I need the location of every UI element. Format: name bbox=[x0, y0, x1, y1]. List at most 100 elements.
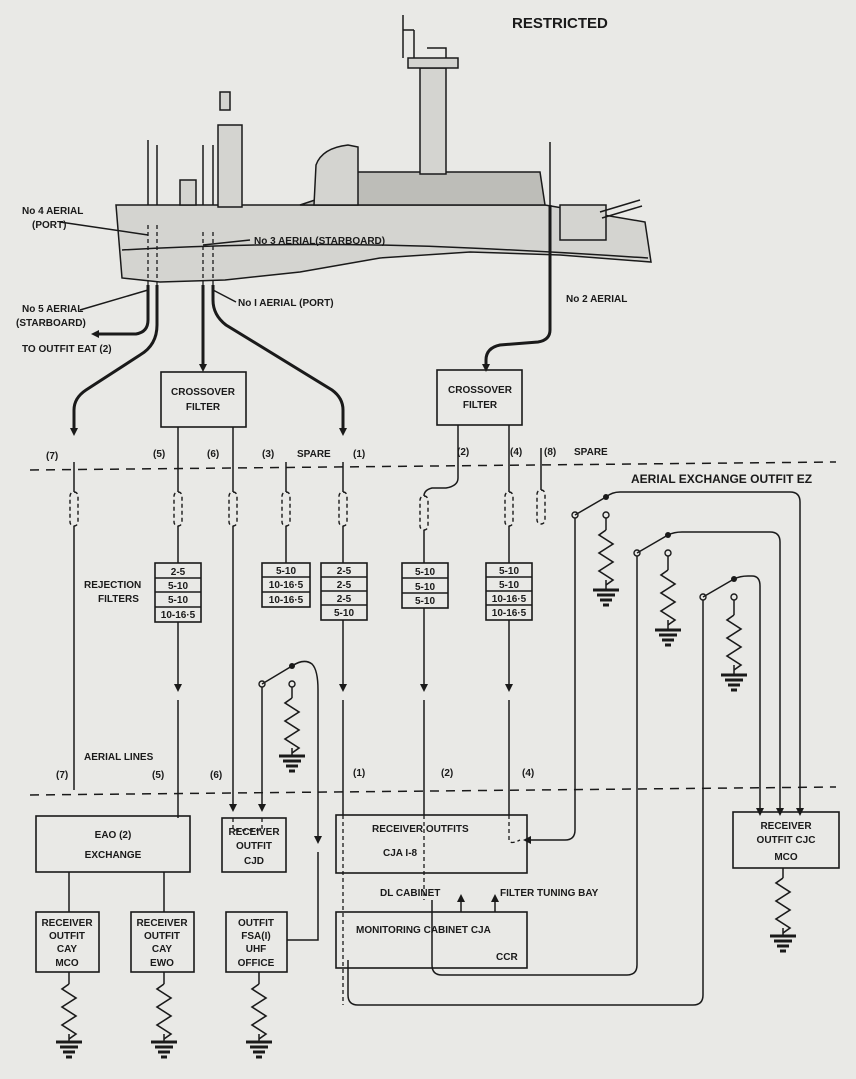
filter-stack-line3: 5-10 10-16·5 10-16·5 bbox=[261, 562, 311, 608]
filter-3-1: 5-10 bbox=[276, 566, 296, 577]
ship-outline bbox=[115, 15, 652, 283]
filter-2-1: 5-10 bbox=[415, 567, 435, 578]
ship-hull bbox=[115, 204, 652, 283]
filter-4-4: 10-16·5 bbox=[492, 608, 527, 619]
filter-5-4: 10-16·5 bbox=[161, 610, 196, 621]
filter-3-3: 10-16·5 bbox=[269, 595, 304, 606]
receiver-cay-mco-box bbox=[35, 911, 100, 973]
line-6-top: (6) bbox=[207, 449, 219, 460]
line-3-top: (3) bbox=[262, 449, 274, 460]
funnel bbox=[313, 144, 359, 206]
aerial-masts bbox=[147, 140, 551, 205]
rejection-filters-line1: REJECTION bbox=[84, 580, 141, 591]
crossover-filter-left-line2: FILTER bbox=[186, 402, 221, 413]
filter-stack-line2: 5-10 5-10 5-10 bbox=[401, 562, 449, 609]
filter-stack-line5: 2-5 5-10 5-10 10-16·5 bbox=[154, 562, 202, 623]
foremast bbox=[217, 124, 243, 208]
cjc-line1: RECEIVER bbox=[760, 821, 812, 832]
filter-1-2: 2-5 bbox=[337, 580, 352, 591]
bottom-terminations bbox=[54, 868, 798, 1059]
eao-exchange-box bbox=[35, 815, 191, 873]
classification-label: RESTRICTED bbox=[512, 15, 608, 32]
eao-line1: EAO (2) bbox=[95, 830, 132, 841]
changeover-switch-2 bbox=[431, 531, 780, 976]
crossover-filter-right-line1: CROSSOVER bbox=[448, 385, 513, 396]
cjc-line2: OUTFIT CJC bbox=[757, 835, 816, 846]
filter-5-1: 2-5 bbox=[171, 567, 186, 578]
line-5-top: (5) bbox=[153, 449, 165, 460]
crossover-filter-left bbox=[160, 371, 247, 428]
mainmast bbox=[419, 67, 447, 175]
cay-mco-line2: OUTFIT bbox=[49, 931, 85, 942]
crossover-filter-right-line2: FILTER bbox=[463, 400, 498, 411]
no4-aerial-label: No 4 AERIAL bbox=[22, 206, 83, 217]
feeder-no5 bbox=[91, 285, 150, 338]
gun-turret bbox=[559, 204, 607, 241]
receiver-outfits-cja-box bbox=[335, 814, 528, 874]
line-7-top: (7) bbox=[46, 451, 58, 462]
cay-mco-line4: MCO bbox=[55, 958, 79, 969]
changeover-switch-1 bbox=[523, 491, 800, 844]
cay-ewo-line4: EWO bbox=[150, 958, 174, 969]
dl-cabinet-label: DL CABINET bbox=[380, 888, 440, 899]
ccr-label: CCR bbox=[496, 952, 518, 963]
filter-2-2: 5-10 bbox=[415, 582, 435, 593]
fsa-line3: UHF bbox=[246, 944, 267, 955]
cjd-line1: RECEIVER bbox=[228, 827, 280, 838]
cjd-line3: CJD bbox=[244, 856, 264, 867]
cjd-line2: OUTFIT bbox=[236, 841, 272, 852]
no5-aerial-side: (STARBOARD) bbox=[16, 318, 86, 329]
receiver-cjd-box bbox=[221, 817, 287, 873]
cay-ewo-line1: RECEIVER bbox=[136, 918, 188, 929]
line-1-bottom: (1) bbox=[353, 768, 365, 779]
fsa-line4: OFFICE bbox=[238, 958, 275, 969]
aerial-line-runs bbox=[73, 425, 542, 818]
cja-line2: CJA I-8 bbox=[383, 848, 418, 859]
line-4-bottom: (4) bbox=[522, 768, 534, 779]
cja-line1: RECEIVER OUTFITS bbox=[372, 824, 469, 835]
changeover-switch-cjd bbox=[258, 660, 318, 941]
to-outfit-label: TO OUTFIT EAT (2) bbox=[22, 344, 112, 355]
changeover-switch-3 bbox=[347, 575, 760, 1006]
fsa-line1: OUTFIT bbox=[238, 918, 274, 929]
crossover-filter-right bbox=[436, 369, 523, 426]
outfit-fsa-box bbox=[225, 911, 288, 973]
aerial-lines-label: AERIAL LINES bbox=[84, 752, 154, 763]
receiver-cjc-box bbox=[732, 811, 840, 869]
line-5-bottom: (5) bbox=[152, 770, 164, 781]
cay-mco-line1: RECEIVER bbox=[41, 918, 93, 929]
line-6-bottom: (6) bbox=[210, 770, 222, 781]
exchange-boundary-top bbox=[29, 461, 837, 471]
aerial-exchange-label: AERIAL EXCHANGE OUTFIT EZ bbox=[631, 472, 812, 486]
cay-mco-line3: CAY bbox=[57, 944, 78, 955]
filter-tuning-label: FILTER TUNING BAY bbox=[500, 888, 599, 899]
spare-label-2: SPARE bbox=[574, 447, 608, 458]
line-7-bottom: (7) bbox=[56, 770, 68, 781]
feeder-no1 bbox=[211, 285, 347, 436]
line-1-top: (1) bbox=[353, 449, 365, 460]
fsa-line2: FSA(I) bbox=[241, 931, 270, 942]
filter-3-2: 10-16·5 bbox=[269, 580, 304, 591]
feeder-no2 bbox=[482, 205, 552, 372]
no4-aerial-side: (PORT) bbox=[32, 220, 66, 231]
eao-line2: EXCHANGE bbox=[85, 850, 142, 861]
no2-aerial-label: No 2 AERIAL bbox=[566, 294, 627, 305]
exchange-boundary-bottom bbox=[29, 786, 837, 796]
rejection-filters-line2: FILTERS bbox=[98, 594, 139, 605]
no3-aerial-label: No 3 AERIAL(STARBOARD) bbox=[254, 236, 385, 247]
line-8-top: (8) bbox=[544, 447, 556, 458]
filter-4-1: 5-10 bbox=[499, 566, 519, 577]
cjc-line3: MCO bbox=[774, 852, 798, 863]
no1-aerial-label: No I AERIAL (PORT) bbox=[238, 298, 334, 309]
spare-label-1: SPARE bbox=[297, 449, 331, 460]
cay-ewo-line2: OUTFIT bbox=[144, 931, 180, 942]
filter-5-3: 5-10 bbox=[168, 595, 188, 606]
no5-aerial-label: No 5 AERIAL bbox=[22, 304, 83, 315]
filter-4-2: 5-10 bbox=[499, 580, 519, 591]
filter-1-4: 5-10 bbox=[334, 608, 354, 619]
filter-5-2: 5-10 bbox=[168, 581, 188, 592]
cay-ewo-line3: CAY bbox=[152, 944, 173, 955]
line-2-bottom: (2) bbox=[441, 768, 453, 779]
